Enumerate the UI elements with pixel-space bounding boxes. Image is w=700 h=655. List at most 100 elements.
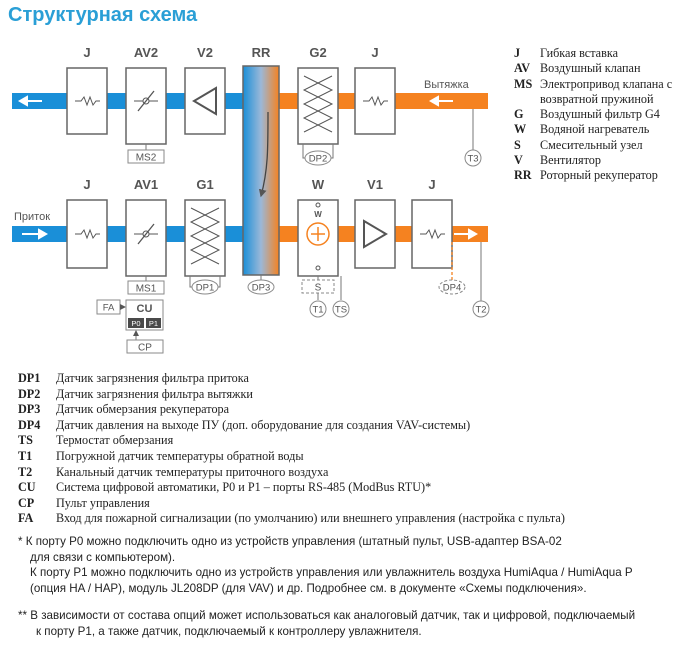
svg-text:V1: V1 xyxy=(367,177,383,192)
svg-text:AV2: AV2 xyxy=(134,45,158,60)
note2-line1: ** В зависимости от состава опций может … xyxy=(18,609,636,623)
controller-block: FA CU P0 P1 CP xyxy=(96,299,164,354)
svg-text:J: J xyxy=(371,45,378,60)
legend-text: Канальный датчик температуры приточного … xyxy=(56,464,329,479)
legend-text: Воздушный клапан xyxy=(540,61,641,76)
svg-text:W: W xyxy=(314,210,322,219)
legend-text: Электропривод клапана с xyxy=(540,76,673,91)
svg-text:J: J xyxy=(83,45,90,60)
legend-code: FA xyxy=(18,511,34,526)
unit-av1: AV1 xyxy=(125,177,167,277)
legend-text: Датчик загрязнения фильтра вытяжки xyxy=(56,386,253,401)
legend-row: DP1 Датчик загрязнения фильтра притока xyxy=(18,371,565,387)
legend-row: CP Пульт управления xyxy=(18,496,565,512)
unit-j-bottom-right: J xyxy=(411,177,453,269)
exhaust-in-arrow xyxy=(428,95,453,107)
legend-code: DP2 xyxy=(18,386,41,401)
legend-text: Гибкая вставка xyxy=(540,46,618,60)
structural-diagram: Вытяжка Приток J AV2 V2 RR G2 J MS2 xyxy=(12,45,490,354)
unit-j-bottom-left: J xyxy=(66,177,108,269)
legend-text: Погружной датчик температуры обратной во… xyxy=(56,448,304,463)
unit-g2: G2 xyxy=(297,45,339,145)
note1-line2: для связи с компьютером). xyxy=(30,550,176,564)
legend-code: T2 xyxy=(18,464,33,479)
legend-text: Водяной нагреватель xyxy=(540,122,650,137)
sensor-dp1: DP1 xyxy=(189,276,221,295)
legend-code: MS xyxy=(514,76,533,91)
svg-text:J: J xyxy=(83,177,90,192)
svg-text:T1: T1 xyxy=(312,305,323,316)
legend-text: Датчик давления на выходе ПУ (доп. обору… xyxy=(56,417,471,432)
legend-text: Датчик загрязнения фильтра притока xyxy=(56,371,249,385)
sensor-t3: T3 xyxy=(464,109,482,167)
sensor-ms2: MS2 xyxy=(127,144,165,164)
legend-code: W xyxy=(514,122,527,137)
sensor-ts: TS xyxy=(332,276,350,318)
legend-row: DP2 Датчик загрязнения фильтра вытяжки xyxy=(18,387,565,403)
svg-text:DP3: DP3 xyxy=(252,283,270,294)
legend-text: Вентилятор xyxy=(540,153,601,168)
legend-row: возвратной пружиной xyxy=(514,92,672,107)
legend-code: DP3 xyxy=(18,402,41,417)
p0-port: P0 xyxy=(131,319,140,328)
unit-w: W W xyxy=(297,177,339,277)
svg-text:W: W xyxy=(312,177,325,192)
legend-row: AV Воздушный клапан xyxy=(514,61,672,76)
legend-row: W Водяной нагреватель xyxy=(514,122,672,137)
legend-text: Роторный рекуператор xyxy=(540,168,658,183)
p1-port: P1 xyxy=(149,319,158,328)
note1-line4: (опция HA / HAP), модуль JL208DP (для VA… xyxy=(30,581,587,595)
legend-code: DP1 xyxy=(18,371,41,385)
legend-code: RR xyxy=(514,168,532,183)
legend-code: DP4 xyxy=(18,417,41,432)
note2-line2: к порту P1, а также датчик, подключаемый… xyxy=(36,624,422,638)
svg-text:DP1: DP1 xyxy=(196,283,214,294)
svg-text:MS2: MS2 xyxy=(136,153,157,164)
unit-av2: AV2 xyxy=(125,45,167,145)
legend-row: FA Вход для пожарной сигнализации (по умо… xyxy=(18,511,565,527)
legend-row: MS Электропривод клапана с xyxy=(514,77,672,92)
legend-text: Воздушный фильтр G4 xyxy=(540,107,660,122)
legend-text: возвратной пружиной xyxy=(540,91,654,106)
supply-label: Приток xyxy=(14,211,50,223)
svg-text:RR: RR xyxy=(252,45,271,60)
svg-text:MS1: MS1 xyxy=(136,284,157,295)
unit-j-top-right: J xyxy=(354,45,396,135)
sensor-dp2: DP2 xyxy=(302,144,334,166)
svg-text:TS: TS xyxy=(335,305,347,316)
cp-label: CP xyxy=(138,343,152,354)
supply-in-arrow xyxy=(22,228,49,240)
sensor-ms1: MS1 xyxy=(127,276,165,295)
sensor-s: S xyxy=(301,276,335,294)
legend-code: J xyxy=(514,46,521,60)
svg-text:S: S xyxy=(315,283,322,294)
legend-code xyxy=(514,92,540,107)
sensor-dp3: DP3 xyxy=(247,275,275,295)
svg-text:V2: V2 xyxy=(197,45,213,60)
note1-line3: К порту P1 можно подключить одно из устр… xyxy=(30,566,633,580)
exhaust-label: Вытяжка xyxy=(424,79,470,91)
legend-code: AV xyxy=(514,61,531,76)
fa-label: FA xyxy=(103,303,115,314)
svg-text:DP4: DP4 xyxy=(443,283,461,294)
legend-text: Пульт управления xyxy=(56,495,150,510)
sensor-dp4: DP4 xyxy=(438,242,466,295)
legend-code: CP xyxy=(18,495,35,510)
unit-rr: RR xyxy=(242,45,280,276)
legend-code: S xyxy=(514,137,521,152)
legend-row: DP4 Датчик давления на выходе ПУ (доп. об… xyxy=(18,418,565,434)
note1-line1: * К порту P0 можно подключить одно из ус… xyxy=(18,535,562,548)
legend-text: Вход для пожарной сигнализации (по умолч… xyxy=(56,511,565,526)
legend-row: RR Роторный рекуператор xyxy=(514,168,672,183)
legend-text: Система цифровой автоматики, P0 и P1 – п… xyxy=(56,480,432,495)
unit-g1: G1 xyxy=(184,177,226,277)
legend-row: J Гибкая вставка xyxy=(514,46,672,61)
